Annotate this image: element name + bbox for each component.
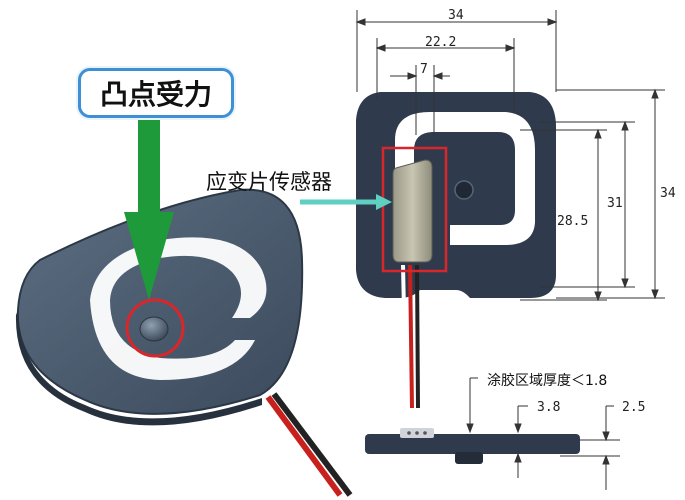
left-load-cell-plate xyxy=(15,188,353,497)
dim-thickness-a: 3.8 xyxy=(537,400,561,415)
strain-gauge-arrow xyxy=(300,194,392,210)
strain-gauge-highlight xyxy=(381,146,448,273)
dim-width-total: 34 xyxy=(448,8,464,23)
dim-thickness-b: 2.5 xyxy=(622,400,646,415)
side-view xyxy=(365,428,580,464)
glue-thickness-note: 涂胶区域厚度＜1.8 xyxy=(487,373,608,389)
dim-height-inner: 28.5 xyxy=(557,214,589,229)
dim-height-total: 34 xyxy=(660,186,676,201)
force-point-label: 凸点受力 xyxy=(78,68,234,118)
dim-width-inner: 22.2 xyxy=(425,35,457,50)
force-arrow xyxy=(124,115,174,300)
dim-height-mid: 31 xyxy=(607,196,623,211)
strain-gauge-label: 应变片传感器 xyxy=(206,170,332,194)
left-wires xyxy=(259,392,353,497)
dimension-lines xyxy=(355,10,665,490)
right-top-view xyxy=(356,92,556,409)
dim-width-gap: 7 xyxy=(420,62,428,77)
force-point-highlight xyxy=(125,298,185,358)
